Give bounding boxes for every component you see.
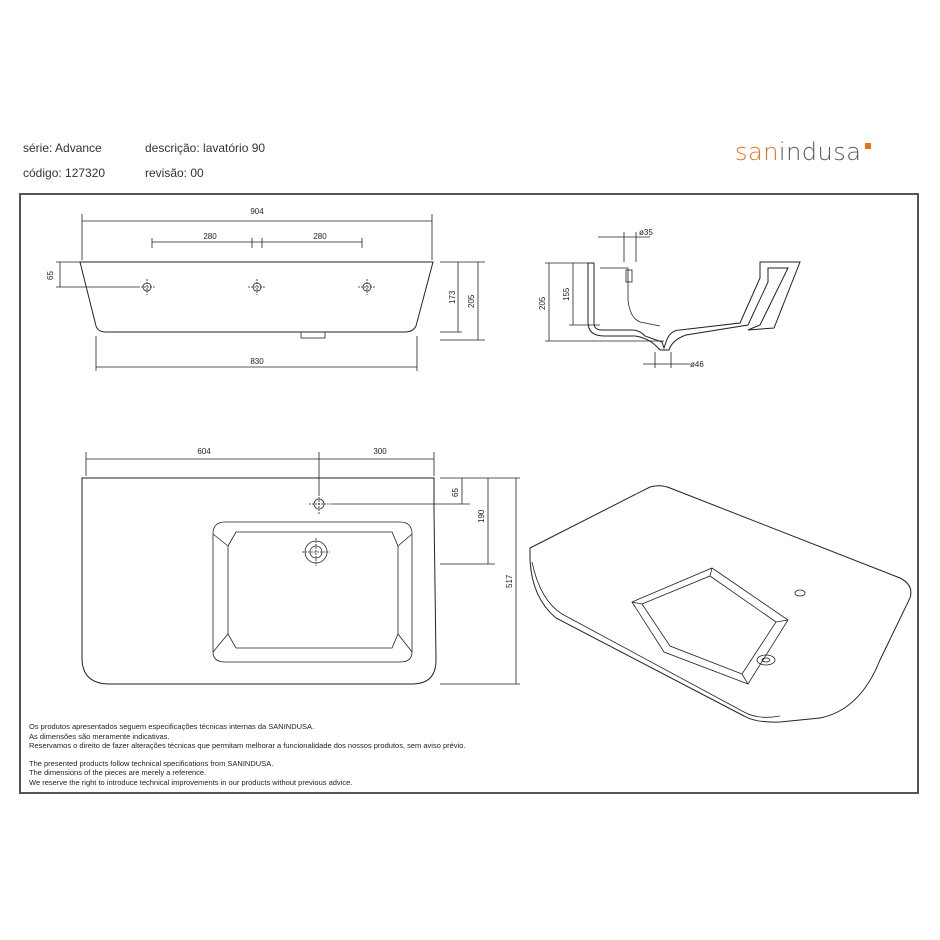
dim-drain-bottom: ø46 (690, 360, 704, 369)
note-en-3: We reserve the right to introduce techni… (29, 777, 353, 787)
plan-outline (81, 477, 437, 685)
disclaimer-notes: Os produtos apresentados seguem especifi… (29, 722, 465, 788)
note-en-1: The presented products follow technical … (29, 758, 274, 768)
codigo-label: código: 127320 (23, 166, 106, 180)
perspective-bowl-inner (641, 575, 777, 675)
dim-top-width: 904 (250, 207, 264, 216)
perspective-drain (756, 654, 776, 666)
perspective-front-edge (531, 561, 781, 718)
bowl-inner (227, 531, 399, 649)
dim-plan-right: 300 (373, 447, 387, 456)
dim-plan-depth-to-bowl: 190 (477, 509, 486, 523)
dim-plan-total-depth: 517 (505, 574, 514, 588)
perspective-tap-hole (794, 589, 806, 597)
brand-dot (865, 143, 872, 149)
dim-plan-left: 604 (197, 447, 211, 456)
dim-bottom-width: 830 (250, 357, 264, 366)
note-pt-3: Reservamos o direito de fazer alterações… (29, 741, 466, 751)
brand-part-main: indusa (778, 138, 862, 166)
side-section (545, 232, 801, 368)
tap-hole-center (248, 279, 266, 295)
dim-hole-spacing-right: 280 (313, 232, 327, 241)
note-pt-2: As dimensões são meramente indicativas. (29, 731, 170, 741)
front-view-outline (79, 261, 434, 333)
plan-drain (302, 538, 330, 566)
serie-label: série: Advance (23, 141, 102, 155)
dim-inner-height: 173 (448, 290, 457, 304)
note-en-2: The dimensions of the pieces are merely … (29, 768, 207, 778)
dim-drain-top: ø35 (639, 228, 653, 237)
dim-side-inner-height: 155 (562, 287, 571, 301)
perspective-bowl-outer (631, 567, 789, 685)
sanindusa-logo: sanindusa (735, 138, 872, 166)
front-view (56, 214, 485, 371)
tap-hole-left (138, 279, 156, 295)
note-pt-1: Os produtos apresentados seguem especifi… (29, 722, 315, 731)
drawing-frame (19, 193, 919, 794)
dim-side-total-height: 205 (538, 296, 547, 310)
tap-hole-right (358, 279, 376, 295)
perspective-outline (529, 485, 912, 723)
dim-total-height: 205 (467, 294, 476, 308)
brand-part-accent: san (735, 138, 779, 166)
side-section-inner-line (600, 267, 661, 327)
dim-hole-spacing-left: 280 (203, 232, 217, 241)
revisao-label: revisão: 00 (145, 166, 204, 180)
overflow-channel (625, 269, 633, 283)
dim-hole-offset: 65 (46, 271, 55, 280)
descricao-label: descrição: lavatório 90 (145, 141, 266, 155)
side-section-outline (587, 261, 801, 351)
front-drain-stub (300, 331, 326, 339)
dim-plan-hole-offset: 65 (451, 488, 460, 497)
bowl-outer (212, 521, 413, 663)
plan-tap-hole (309, 494, 329, 514)
perspective-view (529, 485, 912, 723)
plan-view (81, 452, 520, 685)
